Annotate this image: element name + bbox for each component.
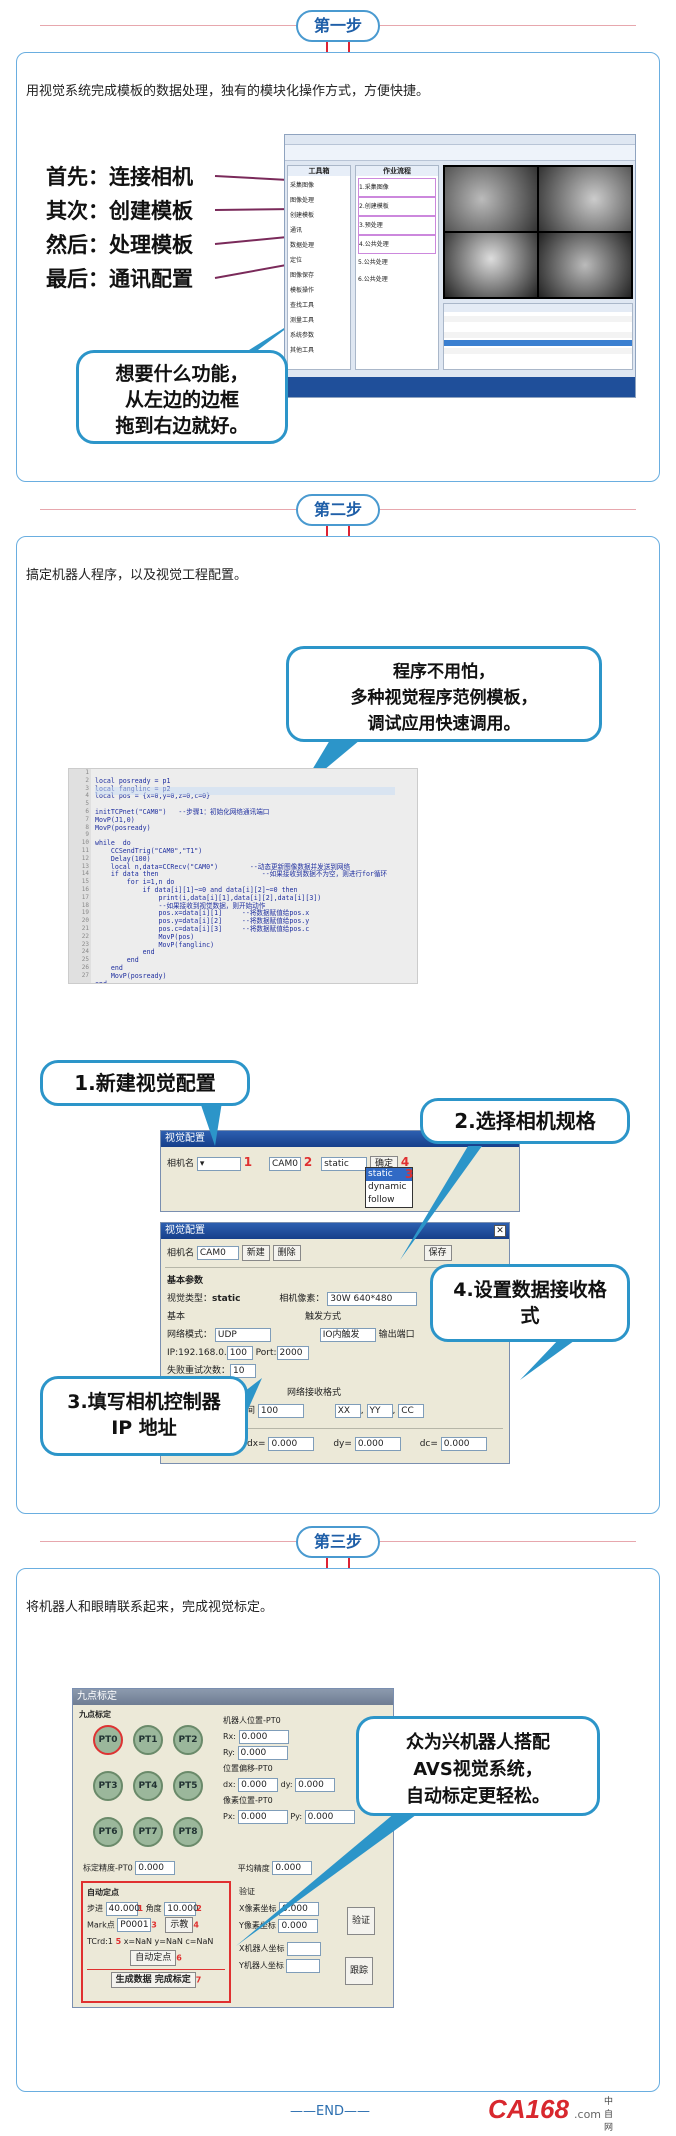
end-marker: ——END——	[290, 2104, 370, 2119]
dc-field[interactable]: 0.000	[440, 1436, 487, 1451]
point-pt8[interactable]: PT8	[173, 1817, 203, 1847]
camera-images	[443, 165, 633, 299]
x-robot-field[interactable]	[287, 1941, 322, 1956]
step2-bubble: 程序不用怕， 多种视觉程序范例模板， 调试应用快速调用。	[286, 646, 602, 742]
retry-field[interactable]: 10	[230, 1363, 257, 1378]
camera-name-select[interactable]: ▾	[196, 1156, 241, 1171]
label-connect-camera: 首先：连接相机	[46, 165, 193, 189]
offset-dy-field[interactable]: 0.000	[295, 1777, 336, 1792]
dy-field[interactable]: 0.000	[354, 1436, 401, 1451]
angle-field[interactable]: 10.000	[164, 1901, 199, 1916]
precision-field: 0.000	[135, 1861, 176, 1875]
verify-button[interactable]: 验证	[347, 1907, 376, 1935]
py-field[interactable]: 0.000	[304, 1809, 355, 1824]
y-pixel-field[interactable]: 0.000	[278, 1918, 319, 1933]
ip-field[interactable]: 100	[226, 1345, 253, 1360]
step2-header: 第二步	[0, 492, 676, 536]
jog-button[interactable]: 示教	[165, 1917, 194, 1933]
point-pt5[interactable]: PT5	[173, 1771, 203, 1801]
point-pt0[interactable]: PT0	[93, 1725, 123, 1755]
step1-intro: 用视觉系统完成模板的数据处理，独有的模块化操作方式，方便快捷。	[26, 84, 430, 99]
point-pt1[interactable]: PT1	[133, 1725, 163, 1755]
callout-new-config: 1.新建视觉配置	[40, 1060, 250, 1106]
ca168-logo: CA168 .com 中自网	[488, 2094, 614, 2133]
rx-field[interactable]: 0.000	[238, 1729, 289, 1744]
step1-labels: 首先：连接相机 其次：创建模板 然后：处理模板 最后：通讯配置	[46, 160, 193, 296]
camera-select[interactable]: CAM0	[196, 1246, 239, 1260]
avg-precision-field: 0.000	[272, 1861, 313, 1875]
mode-dropdown[interactable]: static dynamic follow	[365, 1167, 413, 1208]
format-cc[interactable]: CC	[398, 1403, 425, 1418]
label-comm-config: 最后：通讯配置	[46, 267, 193, 291]
pixel-select[interactable]: 30W 640*480	[327, 1291, 418, 1306]
flow-panel: 作业流程 1.采集图像 2.创建模板 3.预处理 4.公共处理 5.公共处理 6…	[355, 165, 439, 370]
close-icon[interactable]: ✕	[494, 1225, 506, 1237]
auto-point-button[interactable]: 自动定点	[130, 1949, 177, 1966]
step3-pill: 第三步	[296, 1526, 380, 1558]
trigger-select[interactable]: IO内触发	[319, 1327, 376, 1342]
callout-camera-spec: 2.选择相机规格	[420, 1098, 630, 1144]
step1-header: 第一步	[0, 8, 676, 52]
new-button[interactable]: 新建	[241, 1245, 270, 1261]
format-xx[interactable]: XX	[334, 1403, 361, 1418]
step3-header: 第三步	[0, 1524, 676, 1568]
step3-intro: 将机器人和眼睛联系起来，完成视觉标定。	[26, 1600, 274, 1615]
point-pt3[interactable]: PT3	[93, 1771, 123, 1801]
generate-calibration-button[interactable]: 生成数据 完成标定	[110, 1972, 196, 1988]
mark-field[interactable]: P0001	[117, 1918, 152, 1932]
timeout-field[interactable]: 100	[257, 1403, 304, 1418]
format-yy[interactable]: YY	[366, 1403, 393, 1418]
point-pt6[interactable]: PT6	[93, 1817, 123, 1847]
step1-bubble: 想要什么功能， 从左边的边框 拖到右边就好。	[76, 350, 288, 444]
point-pt2[interactable]: PT2	[173, 1725, 203, 1755]
step2-intro: 搞定机器人程序，以及视觉工程配置。	[26, 568, 248, 583]
step3-bubble: 众为兴机器人搭配 AVS视觉系统， 自动标定更轻松。	[356, 1716, 600, 1816]
point-pt7[interactable]: PT7	[133, 1817, 163, 1847]
software-screenshot: 工具箱 采集图像图像处理 创建模板通讯 数据处理定位 图像保存模板操作 查找工具…	[284, 134, 636, 398]
port-field[interactable]: 2000	[276, 1345, 309, 1360]
camera-name-field[interactable]: CAM0	[269, 1156, 301, 1171]
y-robot-field[interactable]	[286, 1958, 321, 1973]
taskbar	[285, 377, 635, 397]
step2-pill: 第二步	[296, 494, 380, 526]
camera-mode-select[interactable]: static	[321, 1156, 368, 1171]
step1-pill: 第一步	[296, 10, 380, 42]
save-button[interactable]: 保存	[423, 1245, 452, 1261]
result-table	[443, 303, 633, 370]
follow-button[interactable]: 跟踪	[345, 1957, 374, 1985]
ry-field[interactable]: 0.000	[237, 1745, 288, 1760]
label-process-template: 然后：处理模板	[46, 233, 193, 257]
point-pt4[interactable]: PT4	[133, 1771, 163, 1801]
callout-ip-address: 3.填写相机控制器 IP 地址	[40, 1376, 248, 1456]
callout-receive-format: 4.设置数据接收格式	[430, 1264, 630, 1342]
offset-dx-field[interactable]: 0.000	[238, 1777, 279, 1792]
dx-field[interactable]: 0.000	[268, 1436, 315, 1451]
step-field[interactable]: 40.000	[105, 1901, 140, 1916]
nine-point-calibration-window: 九点标定 九点标定 PT0 PT1 PT2 PT3 PT4 PT5 PT6 PT…	[72, 1688, 394, 2008]
toolbox-panel: 工具箱 采集图像图像处理 创建模板通讯 数据处理定位 图像保存模板操作 查找工具…	[287, 165, 351, 370]
network-mode-select[interactable]: UDP	[214, 1327, 271, 1342]
px-field[interactable]: 0.000	[237, 1809, 288, 1824]
label-create-template: 其次：创建模板	[46, 199, 193, 223]
delete-button[interactable]: 删除	[272, 1245, 301, 1261]
